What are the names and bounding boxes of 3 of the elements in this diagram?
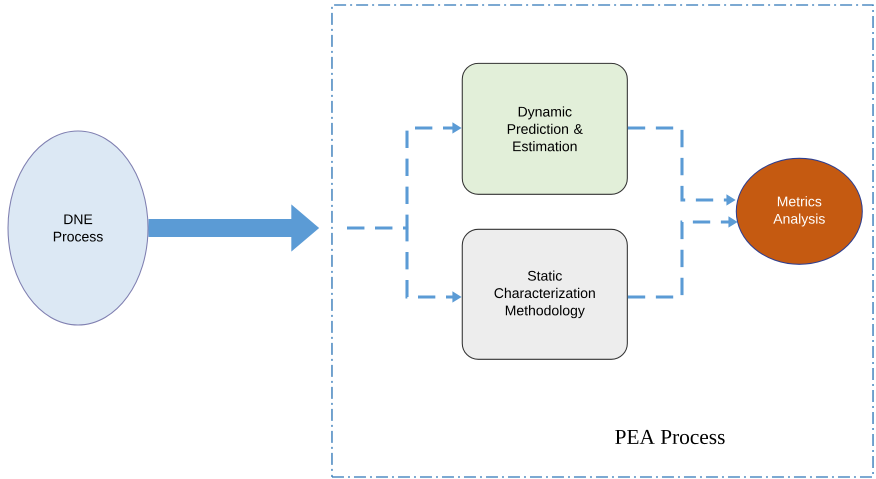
frame-title: PEA Process	[615, 430, 725, 444]
process-box: Static Characterization Methodology	[462, 228, 628, 360]
process-box: Dynamic Prediction & Estimation	[462, 62, 628, 195]
